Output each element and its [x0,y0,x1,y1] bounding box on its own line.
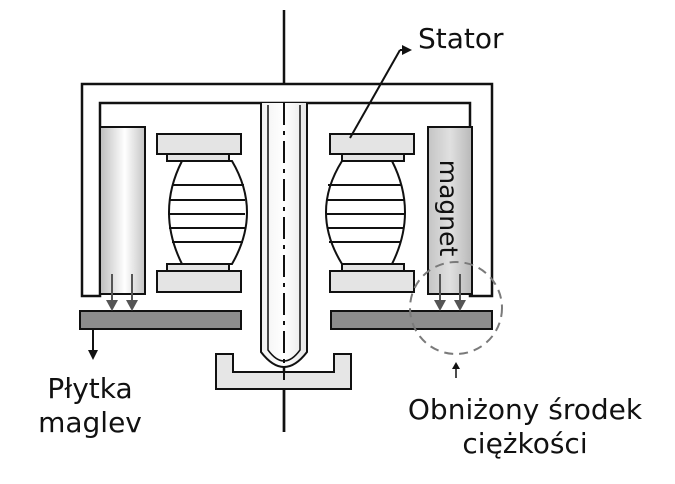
cog-pointer-arrow [452,362,460,378]
cog-label-line1: Obniżony środek [407,393,643,426]
center-of-gravity-circle [409,261,503,355]
cog-label: Obniżony środek ciężkości [380,393,670,461]
right-magnet [427,126,473,295]
stator-label: Stator [418,22,504,55]
force-arrows-right [434,274,466,311]
plate-label: Płytka maglev [10,372,170,440]
left-stator-core [156,133,248,293]
bearing-cup [215,353,352,390]
plate-label-line1: Płytka [47,372,133,405]
magnet-label: magnet [434,160,463,257]
cog-label-line2: ciężkości [462,427,588,460]
force-arrows-left [106,274,138,311]
plate-pointer-arrow [88,329,98,360]
left-magnet [99,126,146,295]
right-stator-core [325,133,415,293]
plate-label-line2: maglev [38,406,142,439]
maglev-plate-left [79,310,242,330]
stator-leader-line [349,45,412,139]
maglev-plate-right [330,310,493,330]
